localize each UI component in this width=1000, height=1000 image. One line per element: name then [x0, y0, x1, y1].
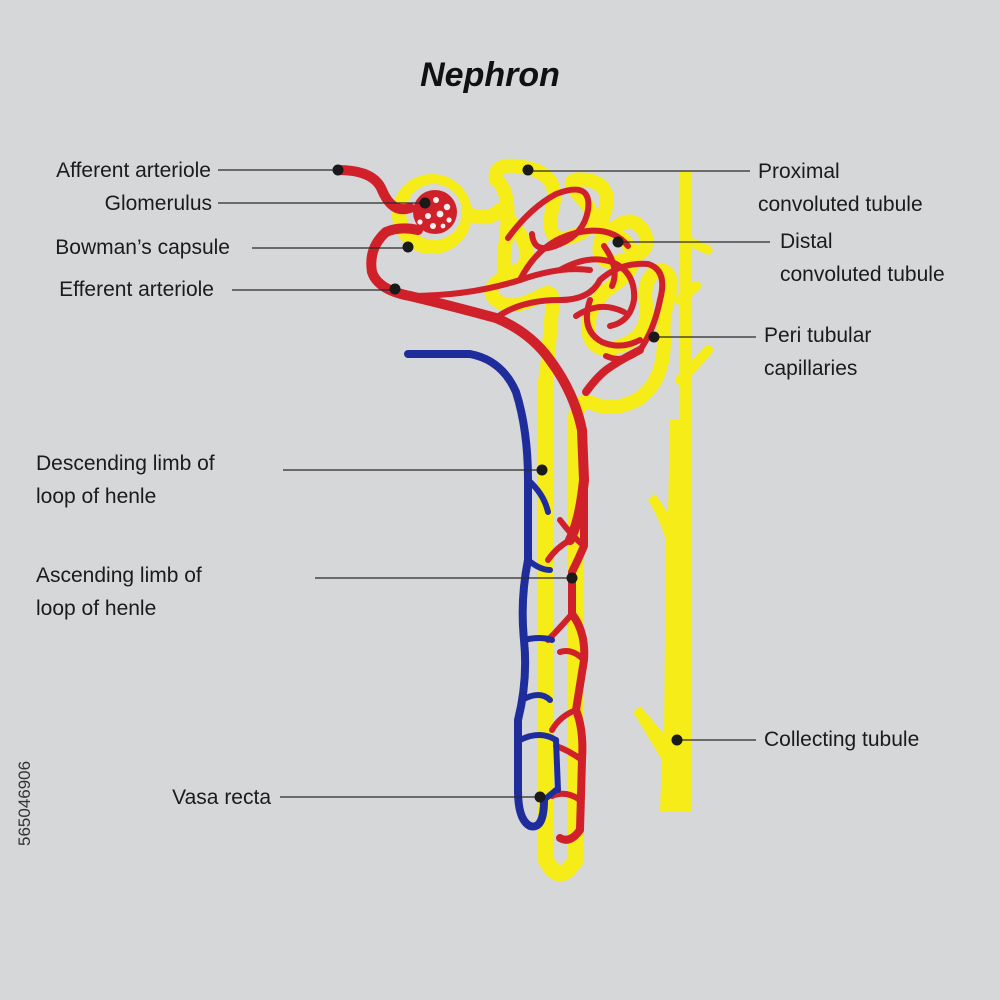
bowmans-capsule-marker — [402, 241, 414, 253]
proximal-tubule-marker — [522, 164, 534, 176]
label-distal-line2: convoluted tubule — [780, 263, 945, 286]
label-vasa-recta: Vasa recta — [172, 786, 271, 809]
venous-vessels — [404, 350, 561, 831]
afferent-arteriole-marker — [332, 164, 344, 176]
label-efferent-arteriole: Efferent arteriole — [59, 278, 214, 301]
label-afferent-arteriole: Afferent arteriole — [56, 159, 211, 182]
descending-limb-marker — [536, 464, 548, 476]
stock-id: 565046906 — [15, 761, 34, 846]
peritubular-capillaries-marker — [648, 331, 660, 343]
label-ascending-line1: Ascending limb of — [36, 564, 202, 587]
page-title: Nephron — [420, 56, 560, 94]
labels: Afferent arteriole Glomerulus Bowman’s c… — [36, 159, 945, 809]
vasa-recta-marker — [534, 791, 546, 803]
glomerulus-marker — [419, 197, 431, 209]
label-descending-line1: Descending limb of — [36, 452, 215, 475]
label-proximal-line1: Proximal — [758, 160, 840, 183]
label-distal-line1: Distal — [780, 230, 833, 253]
label-collecting-tubule: Collecting tubule — [764, 728, 919, 751]
arterial-vessels — [333, 165, 666, 844]
label-peri-line2: capillaries — [764, 357, 857, 380]
label-proximal-line2: convoluted tubule — [758, 193, 923, 216]
distal-tubule-marker — [612, 236, 624, 248]
efferent-arteriole-marker — [389, 283, 401, 295]
label-glomerulus: Glomerulus — [105, 192, 212, 215]
label-peri-line1: Peri tubular — [764, 324, 871, 347]
collecting-tubule-marker — [671, 734, 683, 746]
label-ascending-line2: loop of henle — [36, 597, 156, 620]
label-descending-line2: loop of henle — [36, 485, 156, 508]
label-bowmans-capsule: Bowman’s capsule — [55, 236, 230, 259]
leaders — [218, 164, 770, 803]
ascending-limb-marker — [566, 572, 578, 584]
